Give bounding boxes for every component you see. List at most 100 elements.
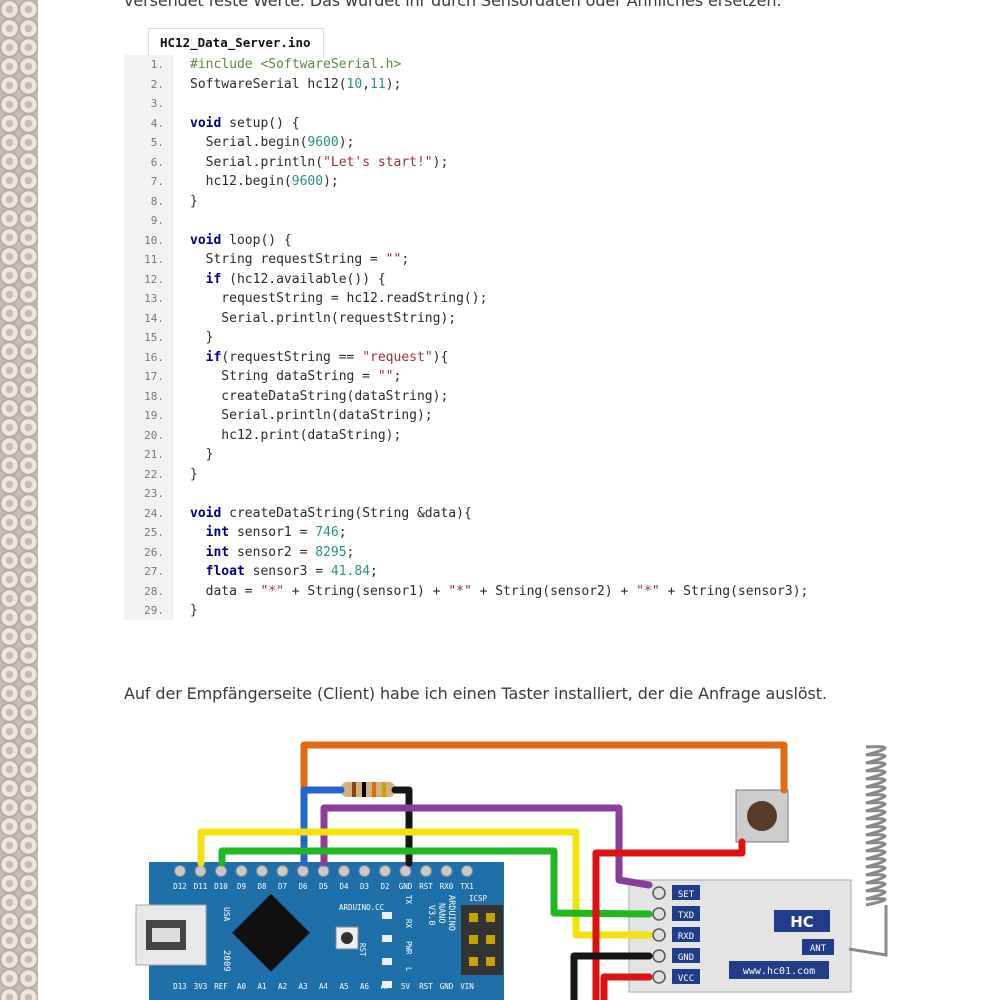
code-line: 3. <box>124 94 884 114</box>
tx-label: TX <box>404 895 413 905</box>
line-number: 29. <box>144 604 164 617</box>
pwr-label: PWR <box>404 941 413 955</box>
pin-label: RX0 <box>440 882 454 891</box>
wire-blue <box>300 786 345 867</box>
pin-label: A0 <box>237 982 247 991</box>
line-number: 12. <box>144 272 164 286</box>
code-line: 19. Serial.println(dataString); <box>124 406 884 426</box>
pin-label: A1 <box>257 982 266 991</box>
line-number: 11. <box>144 253 164 266</box>
hc12-pin-label: RXD <box>678 932 694 942</box>
pin-hole <box>379 865 391 877</box>
pin-hole <box>440 865 453 877</box>
line-number: 10. <box>144 233 164 247</box>
line-number: 19. <box>144 409 164 422</box>
pin-label: A5 <box>339 982 348 991</box>
code-text: Serial.println(requestString); <box>190 310 457 326</box>
hc12-pin-label-bg <box>672 948 700 963</box>
code-text: Serial.println("Let's start!"); <box>190 154 449 170</box>
wire-black <box>391 786 413 867</box>
code-line: 21. } <box>124 445 884 465</box>
hc12-logo: HC <box>790 913 814 931</box>
code-line: 16. if(requestString == "request"){ <box>124 348 884 368</box>
hc12-pin-label-bg <box>672 969 700 984</box>
line-number: 8. <box>150 194 164 208</box>
pin-label: D9 <box>237 882 246 891</box>
pin-label: A7 <box>380 982 389 991</box>
line-number: 24. <box>144 506 164 520</box>
wire-green <box>218 847 653 918</box>
pin-label: RST <box>419 982 433 991</box>
line-number: 15. <box>144 331 164 344</box>
code-text: int sensor2 = 8295; <box>205 544 355 560</box>
hc12-pin-label: GND <box>678 953 694 963</box>
code-line: 29.} <box>124 601 884 621</box>
l-label: L <box>404 967 413 972</box>
pin-hole <box>215 865 227 877</box>
code-line: 26. int sensor2 = 8295; <box>124 543 884 563</box>
code-line: 6. Serial.println("Let's start!"); <box>124 153 884 173</box>
wire-yellow <box>197 828 653 939</box>
intro-paragraph: versendet feste Werte. Das würdet ihr du… <box>124 0 782 10</box>
line-number: 18. <box>144 389 164 403</box>
pin-label: D10 <box>214 882 228 891</box>
pin-hole <box>235 865 248 877</box>
pin-hole <box>420 865 432 877</box>
line-number: 26. <box>144 545 164 559</box>
pin-label: A4 <box>319 982 329 991</box>
pin-hole <box>338 865 350 877</box>
code-line: 28. data = "*" + String(sensor1) + "*" +… <box>124 582 884 602</box>
line-number: 5. <box>150 136 164 149</box>
line-number: 20. <box>144 428 164 442</box>
code-text: requestString = hc12.readString(); <box>190 291 488 306</box>
pin-label: D5 <box>319 882 328 891</box>
code-filename-tab: HC12_Data_Server.ino <box>148 28 324 55</box>
line-number: 14. <box>144 311 164 325</box>
code-text: int sensor1 = 746; <box>205 525 347 540</box>
wire-purple <box>320 804 653 889</box>
code-line: 8.} <box>124 192 884 212</box>
pin-label: REF <box>214 982 228 991</box>
code-text: if (hc12.available()) { <box>205 271 386 287</box>
code-text: SoftwareSerial hc12(10,11); <box>190 76 402 92</box>
hc12-ant-label: ANT <box>810 944 827 954</box>
line-number: 6. <box>150 155 164 169</box>
code-text: } <box>190 193 198 209</box>
code-text: hc12.print(dataString); <box>190 427 402 443</box>
code-line: 18. createDataString(dataString); <box>124 387 884 407</box>
code-line: 5. Serial.begin(9600); <box>124 133 884 153</box>
pin-label: D6 <box>298 882 308 891</box>
wire-black-gnd <box>570 952 653 1000</box>
code-block[interactable]: 1.#include <SoftwareSerial.h>2.SoftwareS… <box>124 55 884 620</box>
code-text: String requestString = ""; <box>190 252 410 267</box>
year-label: 2009 <box>221 950 231 972</box>
version-label: V3.0 <box>426 905 436 925</box>
code-text: float sensor3 = 41.84; <box>205 564 378 579</box>
line-number: 27. <box>144 565 164 578</box>
code-line: 25. int sensor1 = 746; <box>124 523 884 543</box>
pin-label: D8 <box>257 882 267 891</box>
line-number: 4. <box>150 116 164 130</box>
pin-hole <box>317 865 330 877</box>
pin-label: D11 <box>194 882 208 891</box>
pin-label: D13 <box>173 982 187 991</box>
wire-orange <box>300 741 788 867</box>
hc12-pin-hole <box>652 886 666 900</box>
line-number: 25. <box>144 526 164 539</box>
pin-hole <box>256 865 268 877</box>
pin-label: A6 <box>360 982 370 991</box>
hc12-pin-label-bg <box>672 885 700 900</box>
model-label: ARDUINO <box>446 895 456 931</box>
hc12-pin-hole <box>652 970 666 984</box>
code-text: Serial.println(dataString); <box>190 408 433 423</box>
line-number: 16. <box>144 350 164 364</box>
pin-hole <box>297 865 309 877</box>
hc12-pin-hole <box>652 949 666 963</box>
code-line: 15. } <box>124 328 884 348</box>
pin-label: GND <box>440 982 454 991</box>
line-number: 13. <box>144 292 164 305</box>
code-line: 13. requestString = hc12.readString(); <box>124 289 884 309</box>
pin-label: D2 <box>380 882 389 891</box>
code-text: String dataString = ""; <box>190 369 402 384</box>
